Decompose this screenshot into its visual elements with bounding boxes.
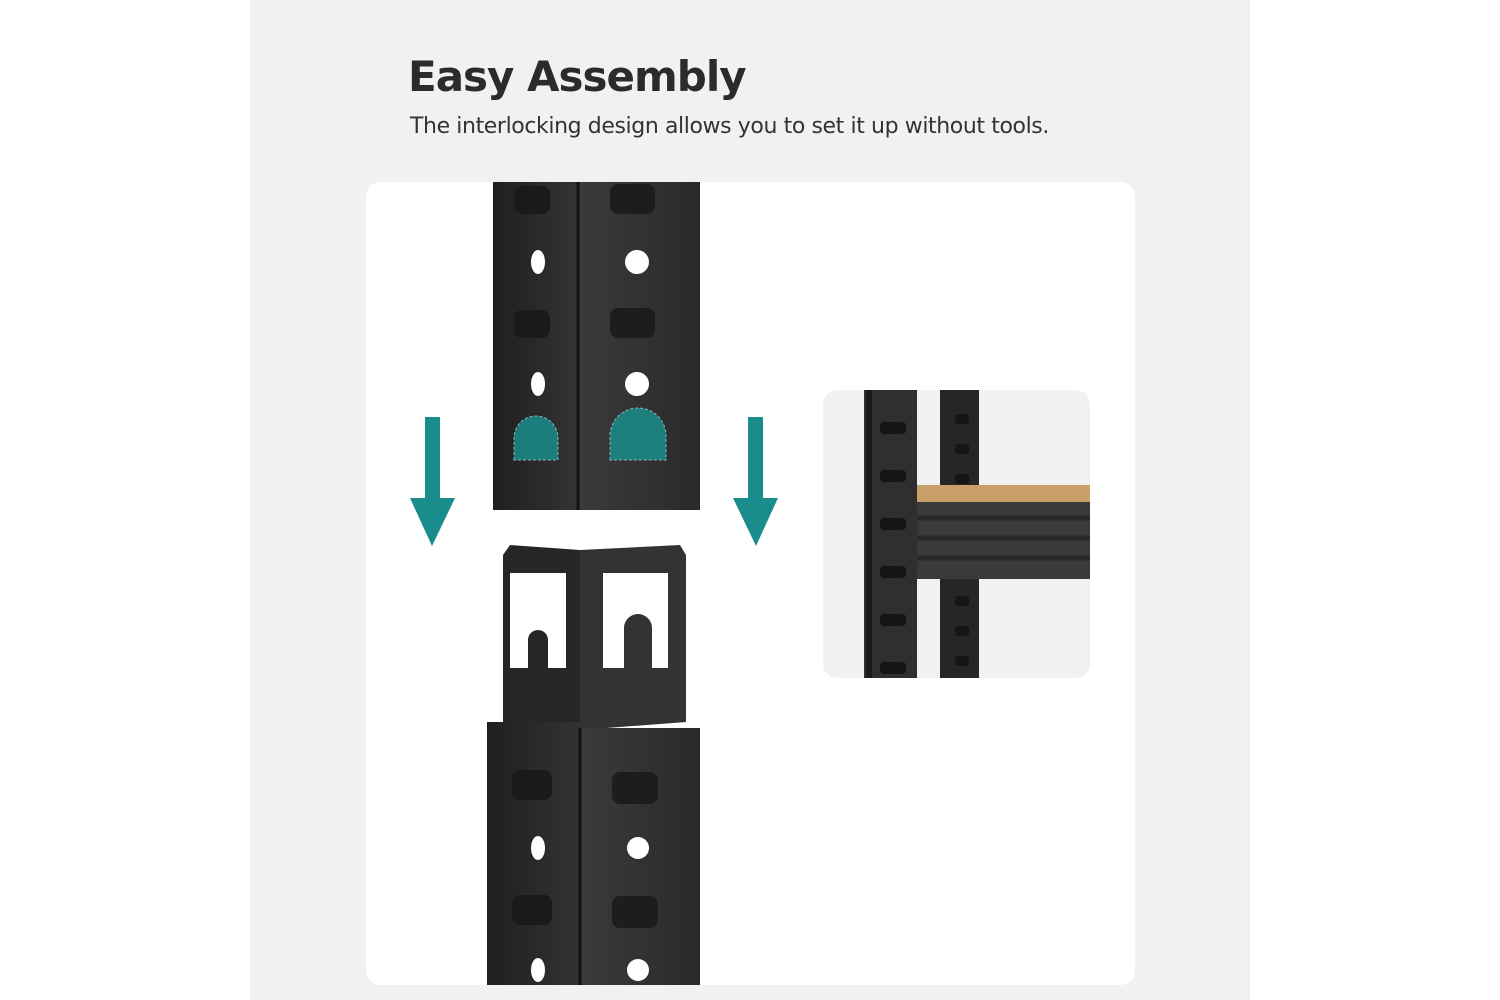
shelf-detail-inset — [823, 390, 1090, 678]
lower-post-connector — [503, 545, 686, 730]
lower-post — [487, 722, 700, 985]
arrow-down-icon — [410, 417, 455, 546]
page-subtitle: The interlocking design allows you to se… — [410, 114, 1049, 139]
assembly-illustration — [410, 182, 1090, 985]
arrow-down-icon — [733, 417, 778, 546]
upper-post — [493, 182, 700, 510]
illustration-card — [366, 182, 1135, 985]
page-title: Easy Assembly — [408, 52, 747, 101]
